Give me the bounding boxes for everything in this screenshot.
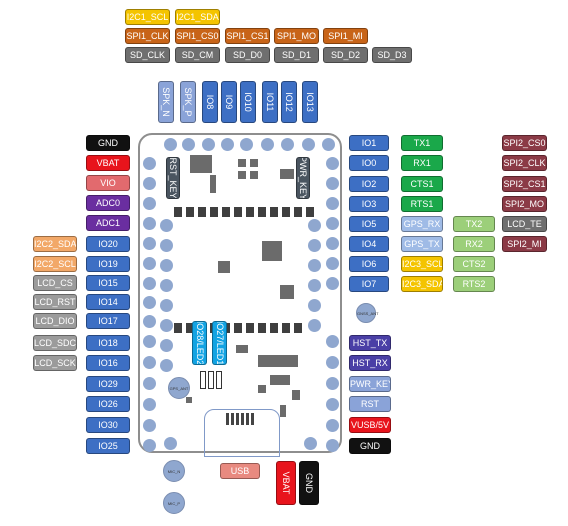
label-cts2: CTS2	[453, 256, 495, 272]
label-hst-tx: HST_TX	[349, 335, 391, 351]
label-io14: IO14	[86, 294, 130, 310]
label-vbat-bottom: VBAT	[276, 461, 296, 505]
label-io18: IO18	[86, 335, 130, 351]
label-spi2-clk: SPI2_CLK	[502, 155, 547, 171]
label-io13: IO13	[302, 81, 318, 123]
label-adc0: ADC0	[86, 195, 130, 211]
label-io5: IO5	[349, 216, 389, 232]
label-io17: IO17	[86, 313, 130, 329]
led1-label: IO27/LED1	[212, 321, 227, 365]
label-adc1: ADC1	[86, 215, 130, 231]
label-io11: IO11	[262, 81, 278, 123]
label-lcd-dio: LCD_DIO	[33, 313, 77, 329]
label-lcd-rst: LCD_RST	[33, 294, 77, 310]
label-spi2-cs0: SPI2_CS0	[502, 135, 547, 151]
label-tx2: TX2	[453, 216, 495, 232]
pwr-key: PWR_KEY	[296, 157, 310, 199]
label-sd-d1: SD_D1	[274, 47, 319, 63]
label-io1: IO1	[349, 135, 389, 151]
label-sd-cm: SD_CM	[175, 47, 220, 63]
label-i2c3-sda: I2C3_SDA	[401, 276, 443, 292]
label-spi1-mo: SPI1_MO	[274, 28, 319, 44]
label-io9: IO9	[221, 81, 237, 123]
label-io10: IO10	[240, 81, 256, 123]
label-io15: IO15	[86, 275, 130, 291]
gnss-antenna: GNSS_ANT	[356, 303, 379, 323]
label-io26: IO26	[86, 396, 130, 412]
module-board: RST_KEY PWR_KEY IO28/LED2 IO27/LED1	[138, 133, 342, 457]
label-io0: IO0	[349, 155, 389, 171]
label-io2: IO2	[349, 176, 389, 192]
label-vio: VIO	[86, 175, 130, 191]
label-rts2: RTS2	[453, 276, 495, 292]
label-i2c2-scl: I2C2_SCL	[33, 256, 77, 272]
label-gnd-bottom: GND	[299, 461, 319, 505]
label-io3: IO3	[349, 196, 389, 212]
label-tx1: TX1	[401, 135, 443, 151]
label-sd-d3: SD_D3	[372, 47, 412, 63]
mic-n: MIC_N	[163, 460, 185, 482]
label-io12: IO12	[281, 81, 297, 123]
label-gnd-right: GND	[349, 438, 391, 454]
label-spi1-mi: SPI1_MI	[323, 28, 368, 44]
label-io29: IO29	[86, 376, 130, 392]
gps-antenna: GPS_ANT	[168, 377, 190, 399]
label-vusb: VUSB/5V	[349, 417, 391, 433]
label-hst-rx: HST_RX	[349, 355, 391, 371]
label-lcd-sdc: LCD_SDC	[33, 335, 77, 351]
label-usb: USB	[220, 463, 260, 479]
label-gps-rx: GPS_RX	[401, 216, 443, 232]
label-spi1-clk: SPI1_CLK	[125, 28, 170, 44]
label-lcd-cs: LCD_CS	[33, 275, 77, 291]
label-i2c3-scl: I2C3_SCL	[401, 256, 443, 272]
label-gnd-left: GND	[86, 135, 130, 151]
label-spi2-mo: SPI2_MO	[502, 196, 547, 212]
label-i2c2-sda: I2C2_SDA	[33, 236, 77, 252]
label-io6: IO6	[349, 256, 389, 272]
label-sd-d2: SD_D2	[323, 47, 368, 63]
label-spk-n: SPK_N	[158, 81, 174, 123]
label-spi1-cs1: SPI1_CS1	[225, 28, 270, 44]
label-gps-tx: GPS_TX	[401, 236, 443, 252]
label-io30: IO30	[86, 417, 130, 433]
label-spi2-cs1: SPI2_CS1	[502, 176, 547, 192]
label-lcd-sck: LCD_SCK	[33, 355, 77, 371]
label-sd-clk: SD_CLK	[125, 47, 170, 63]
label-sd-d0: SD_D0	[225, 47, 270, 63]
mic-p: MIC_P	[163, 492, 185, 514]
usb-connector	[204, 409, 280, 457]
label-io25: IO25	[86, 438, 130, 454]
label-io7: IO7	[349, 276, 389, 292]
label-rts1: RTS1	[401, 196, 443, 212]
label-io19: IO19	[86, 256, 130, 272]
rst-key: RST_KEY	[166, 157, 180, 199]
led2-label: IO28/LED2	[192, 321, 207, 365]
label-spi1-cs0: SPI1_CS0	[175, 28, 220, 44]
label-rx1: RX1	[401, 155, 443, 171]
label-rx2: RX2	[453, 236, 495, 252]
label-i2c1-scl: I2C1_SCL	[125, 9, 170, 25]
label-io20: IO20	[86, 236, 130, 252]
label-spi2-mi: SPI2_MI	[502, 236, 547, 252]
label-lcd-te: LCD_TE	[502, 216, 547, 232]
label-io16: IO16	[86, 355, 130, 371]
label-spk-p: SPK_P	[180, 81, 196, 123]
label-i2c1-sda: I2C1_SDA	[175, 9, 220, 25]
label-pwr-key: PWR_KEY	[349, 376, 391, 392]
label-io8: IO8	[202, 81, 218, 123]
label-vbat-left: VBAT	[86, 155, 130, 171]
label-rst: RST	[349, 396, 391, 412]
label-io4: IO4	[349, 236, 389, 252]
label-cts1: CTS1	[401, 176, 443, 192]
